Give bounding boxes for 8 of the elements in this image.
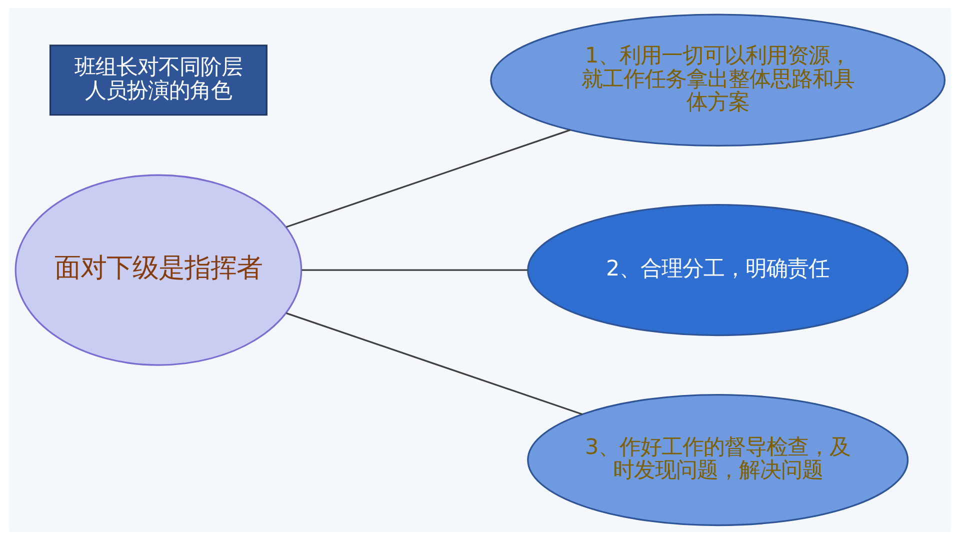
node-box: 班组长对不同阶层人员扮演的角色 bbox=[49, 44, 268, 116]
node-ellipse: 2、合理分工，明确责任 bbox=[527, 204, 909, 336]
connector bbox=[302, 269, 528, 271]
node-ellipse: 1、利用一切可以利用资源，就工作任务拿出整体思路和具体方案 bbox=[490, 14, 946, 147]
connector bbox=[286, 129, 571, 228]
node-ellipse: 3、作好工作的督导检查，及时发现问题，解决问题 bbox=[527, 394, 909, 526]
connector bbox=[286, 312, 583, 416]
node-ellipse: 面对下级是指挥者 bbox=[14, 174, 302, 366]
